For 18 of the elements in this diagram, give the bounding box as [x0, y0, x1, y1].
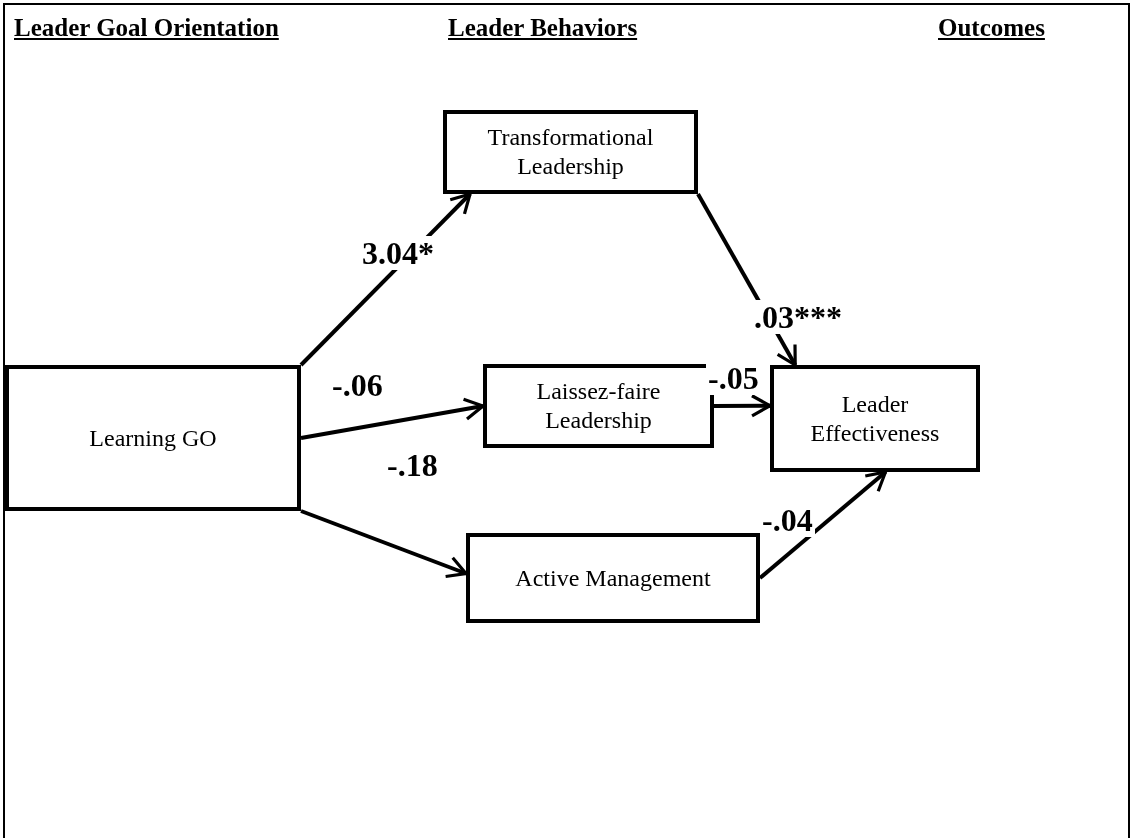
variable-box	[770, 365, 980, 472]
edge-label: .03***	[752, 300, 844, 334]
arrow	[714, 394, 772, 418]
column-heading: Outcomes	[938, 14, 1045, 42]
variable-box	[466, 533, 760, 623]
variable-box	[443, 110, 698, 194]
edge-label: -.05	[706, 361, 761, 395]
edge-label: 3.04*	[360, 236, 436, 270]
column-heading: Leader Behaviors	[448, 14, 638, 42]
arrow	[300, 509, 468, 579]
variable-label: Leader Effectiveness	[809, 389, 941, 448]
variable-label: Laissez-faire Leadership	[535, 377, 662, 435]
variable-label: Active Management	[515, 563, 711, 593]
arrow	[300, 397, 485, 440]
column-heading: Leader Goal Orientation	[14, 14, 279, 42]
variable-label: Transformational Leadership	[486, 123, 655, 181]
variable-box	[5, 365, 301, 511]
variable-label: Learning GO	[89, 423, 217, 453]
